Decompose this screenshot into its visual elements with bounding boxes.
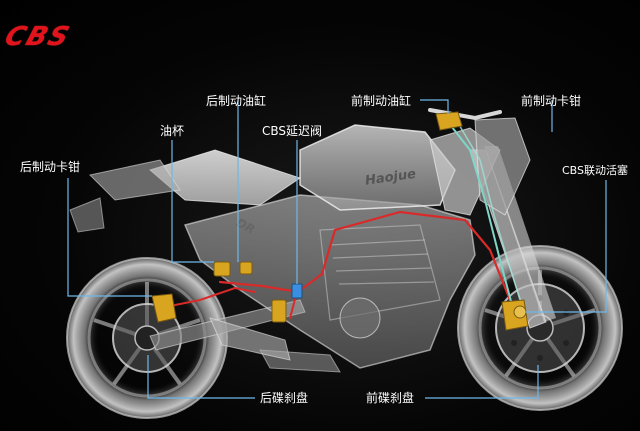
motorcycle-frame xyxy=(183,194,476,373)
label-oil-cup: 油杯 xyxy=(160,124,185,138)
brake-line-green-2 xyxy=(454,117,521,301)
brake-line-red-upper xyxy=(218,210,512,302)
leader-rear-disc xyxy=(147,355,255,399)
seat-and-tail xyxy=(69,149,302,233)
label-front-master-cylinder: 前制动油缸 xyxy=(351,94,412,108)
label-front-disc: 前碟刹盘 xyxy=(366,391,415,405)
cbs-delay-valve-part xyxy=(291,283,303,299)
leader-cbs-piston xyxy=(526,180,607,313)
tank-brand-text: Haojue xyxy=(364,167,417,189)
handlebar xyxy=(428,108,502,121)
leader-lines xyxy=(67,99,607,399)
leader-oil-cup xyxy=(171,140,214,263)
exhaust xyxy=(209,317,291,361)
label-cbs-piston: CBS联动活塞 xyxy=(562,164,629,177)
leader-rear-caliper xyxy=(67,178,152,297)
headlight-cowl xyxy=(474,117,531,216)
brake-line-red-rear xyxy=(159,286,256,309)
rear-master-cylinder-part xyxy=(239,261,253,275)
oil-cup-part xyxy=(213,261,231,277)
front-master-cylinder-part xyxy=(435,111,463,131)
label-rear-disc: 后碟刹盘 xyxy=(260,391,309,405)
brake-lines xyxy=(159,117,521,319)
rear-pedal-part xyxy=(271,299,287,323)
brake-line-green xyxy=(447,121,513,306)
label-cbs-delay-valve: CBS延迟阀 xyxy=(262,124,323,138)
leader-front-disc xyxy=(425,365,539,399)
brake-components xyxy=(151,111,529,331)
leader-front-master-cyl xyxy=(420,99,449,114)
label-rear-master-cylinder: 后制动油缸 xyxy=(206,94,267,108)
rear-caliper-part xyxy=(151,293,177,323)
label-front-caliper: 前制动卡钳 xyxy=(521,94,582,108)
cbs-piston-part xyxy=(513,305,527,319)
label-rear-caliper: 后制动卡钳 xyxy=(20,160,81,174)
